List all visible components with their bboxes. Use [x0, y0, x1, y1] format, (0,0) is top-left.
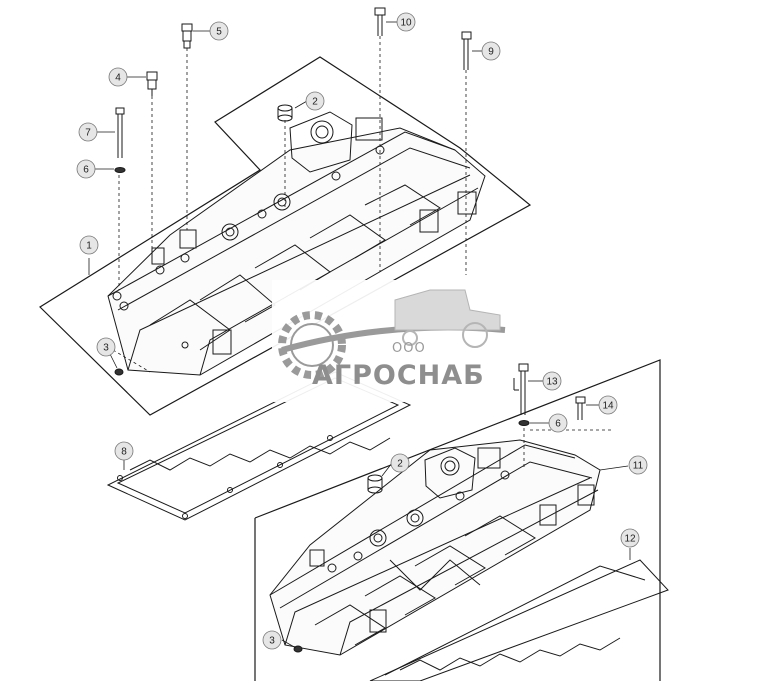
part-14-bolt [575, 396, 586, 420]
rocker-cover-lower [269, 439, 601, 656]
part-6-washer-lower [518, 420, 530, 426]
callout-number: 3 [269, 636, 275, 647]
callout-bubble [114, 441, 134, 461]
callout-bubble [262, 630, 282, 650]
callout-number: 1 [86, 241, 92, 252]
part-13-bolt [513, 363, 529, 415]
callout-c4: 4 [108, 67, 146, 87]
callout-c11: 11 [599, 455, 648, 475]
callout-bubble [620, 528, 640, 548]
callout-number: 13 [546, 377, 558, 388]
lower-dash-lines [523, 428, 612, 470]
callout-leader [381, 462, 393, 477]
callout-number: 3 [103, 343, 109, 354]
part-3-nut-lower [293, 645, 303, 653]
upper-panel-outline [39, 56, 532, 416]
callout-number: 8 [121, 447, 127, 458]
callout-c14: 14 [586, 395, 618, 415]
callout-c10: 10 [386, 12, 416, 32]
part-2-grommet-upper [277, 104, 293, 122]
watermark-company-form: ООО [392, 341, 426, 356]
callout-bubble [78, 122, 98, 142]
watermark-brand: АГРОСНАБ [312, 360, 485, 391]
callout-leader [599, 465, 629, 471]
lower-assembly [254, 359, 669, 681]
callout-bubble [79, 235, 99, 255]
callout-number: 10 [400, 18, 412, 29]
callout-c9: 9 [472, 41, 501, 61]
callout-c6b: 6 [530, 413, 568, 433]
callout-number: 5 [216, 27, 222, 38]
part-3-nut-upper [114, 368, 124, 376]
callout-bubble [548, 413, 568, 433]
part-4-sensor [146, 71, 158, 96]
callout-number: 4 [115, 73, 121, 84]
callout-bubble [542, 371, 562, 391]
part-5-sensor [181, 23, 193, 49]
callout-number: 2 [312, 97, 318, 108]
part-7-bolt [115, 107, 125, 158]
callout-leader [294, 100, 308, 109]
part-12-gasket [369, 559, 669, 681]
callout-leader [281, 639, 297, 649]
callout-c3a: 3 [96, 337, 118, 369]
callout-number: 14 [602, 401, 614, 412]
callout-number: 6 [555, 419, 561, 430]
callout-number: 9 [488, 47, 494, 58]
callout-bubble [628, 455, 648, 475]
callout-bubble [481, 41, 501, 61]
callout-bubble [396, 12, 416, 32]
callout-c8: 8 [114, 441, 134, 470]
callout-number: 2 [397, 459, 403, 470]
callout-bubble [209, 21, 229, 41]
callout-c6a: 6 [76, 159, 114, 179]
callout-number: 7 [85, 128, 91, 139]
part-8-gasket [106, 371, 412, 521]
callout-bubble [108, 67, 128, 87]
part-9-bolt [461, 31, 472, 70]
part-10-bolt [374, 7, 386, 36]
callout-c2b: 2 [381, 453, 410, 477]
gear-tractor-logo [278, 289, 506, 379]
rocker-cover-upper [107, 111, 486, 376]
callout-c3b: 3 [262, 630, 297, 650]
callout-number: 11 [633, 461, 644, 472]
callout-c1: 1 [79, 235, 99, 275]
part-2-grommet-lower [367, 474, 383, 494]
upper-dash-lines [112, 36, 467, 373]
callout-bubble [390, 453, 410, 473]
callout-number: 12 [624, 534, 636, 545]
callout-c2a: 2 [294, 91, 325, 111]
callout-bubble [76, 159, 96, 179]
part-6-washer-upper [114, 167, 126, 173]
callout-bubble [305, 91, 325, 111]
callout-c7: 7 [78, 122, 115, 142]
callout-c5: 5 [193, 21, 229, 41]
callout-leader [109, 353, 118, 369]
callout-bubble [598, 395, 618, 415]
watermark: ООО АГРОСНАБ [272, 280, 510, 402]
callout-c12: 12 [620, 528, 640, 560]
upper-assembly [39, 7, 532, 416]
callout-number: 6 [83, 165, 89, 176]
callout-c13: 13 [528, 371, 562, 391]
callout-bubble [96, 337, 116, 357]
